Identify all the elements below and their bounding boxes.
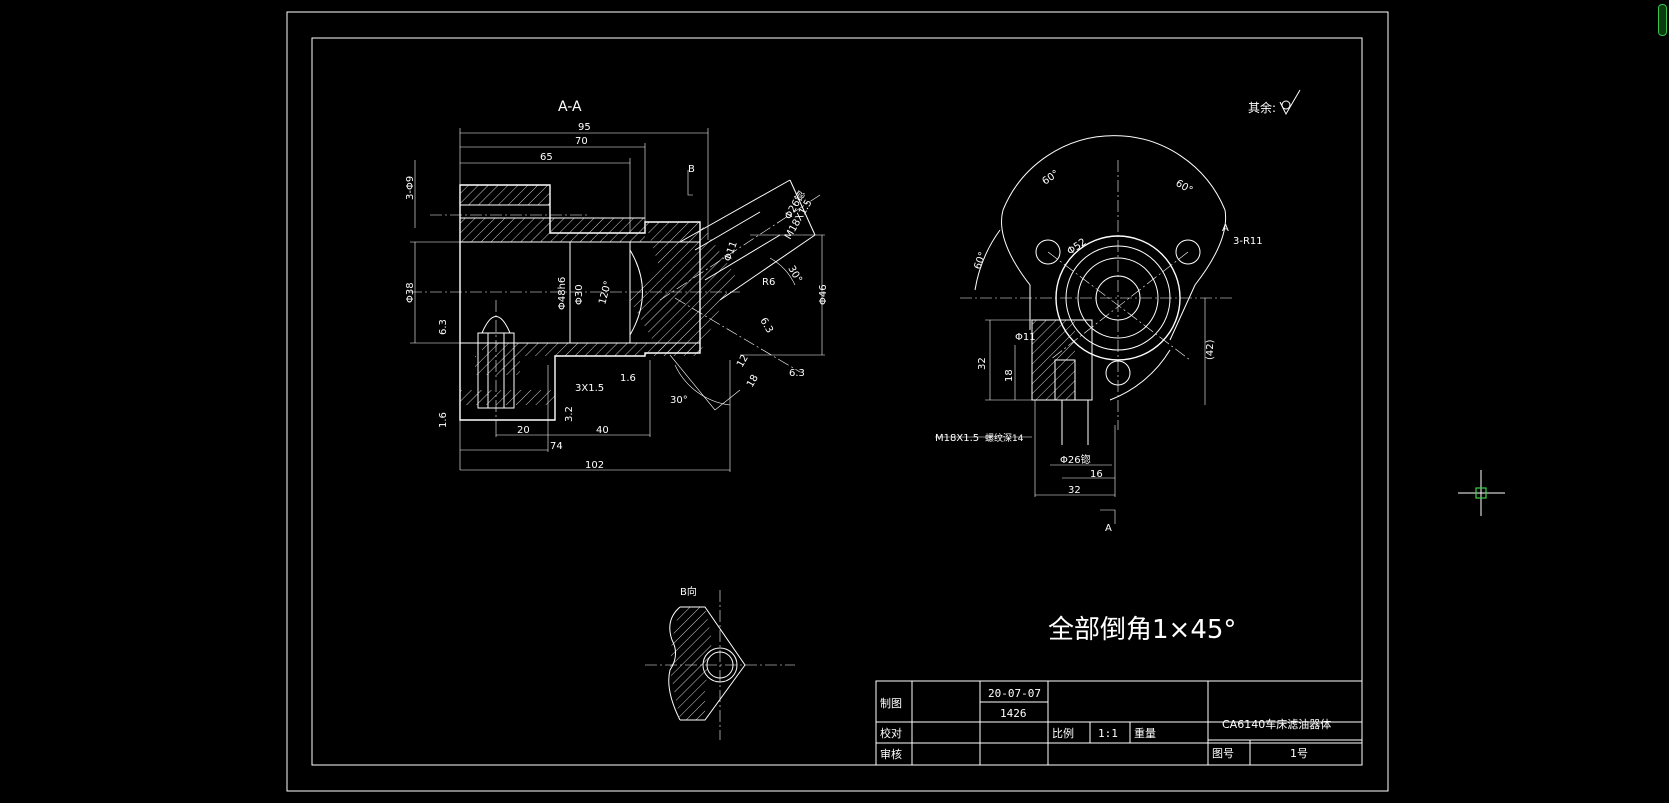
svg-text:制图: 制图 bbox=[880, 697, 902, 710]
svg-text:图号: 图号 bbox=[1212, 747, 1234, 760]
scrollbar[interactable] bbox=[1658, 4, 1667, 36]
svg-text:R6: R6 bbox=[762, 277, 775, 288]
svg-text:40: 40 bbox=[596, 425, 609, 436]
svg-text:70: 70 bbox=[575, 136, 588, 147]
svg-text:校对: 校对 bbox=[880, 726, 902, 740]
svg-text:Φ48h6: Φ48h6 bbox=[557, 277, 568, 310]
svg-text:65: 65 bbox=[540, 152, 553, 163]
svg-text:60°: 60° bbox=[1174, 178, 1195, 196]
svg-text:6.3: 6.3 bbox=[757, 316, 774, 335]
svg-text:3-R11: 3-R11 bbox=[1233, 236, 1263, 247]
svg-text:20-07-07: 20-07-07 bbox=[988, 687, 1041, 700]
title-block: 制图 校对 审核 20-07-07 1426 比例 1:1 重量 CA6140车… bbox=[875, 680, 1363, 766]
svg-text:Φ26锪: Φ26锪 bbox=[1060, 453, 1091, 466]
svg-text:18: 18 bbox=[1004, 369, 1015, 382]
svg-text:30°: 30° bbox=[785, 264, 803, 285]
detail-view-b: B向 bbox=[645, 585, 795, 740]
svg-text:6.3: 6.3 bbox=[438, 319, 449, 335]
svg-text:3.2: 3.2 bbox=[564, 406, 575, 422]
svg-text:Φ38: Φ38 bbox=[405, 282, 416, 303]
svg-text:B向: B向 bbox=[680, 585, 697, 598]
svg-text:60°: 60° bbox=[1040, 168, 1061, 187]
svg-text:1.6: 1.6 bbox=[438, 412, 449, 428]
svg-text:16: 16 bbox=[1090, 469, 1103, 480]
svg-text:1:1: 1:1 bbox=[1098, 727, 1118, 740]
chamfer-note: 全部倒角1×45° bbox=[1048, 615, 1236, 645]
svg-text:120°: 120° bbox=[597, 280, 614, 306]
svg-text:3-Φ9: 3-Φ9 bbox=[405, 176, 416, 200]
svg-text:B: B bbox=[688, 164, 695, 175]
svg-text:重量: 重量 bbox=[1134, 726, 1156, 740]
svg-text:60°: 60° bbox=[972, 251, 988, 271]
svg-text:1号: 1号 bbox=[1290, 747, 1308, 760]
svg-text:30°: 30° bbox=[670, 395, 688, 406]
sheet-inner-border bbox=[311, 37, 1363, 766]
section-aa-label: A-A bbox=[558, 99, 582, 115]
roughness-note: 其余: bbox=[1248, 89, 1301, 116]
svg-text:比例: 比例 bbox=[1052, 726, 1074, 740]
svg-text:1426: 1426 bbox=[1000, 707, 1027, 720]
svg-text:CA6140车床滤油器体: CA6140车床滤油器体 bbox=[1222, 717, 1331, 731]
svg-text:18: 18 bbox=[745, 373, 761, 390]
svg-text:A: A bbox=[1222, 223, 1229, 234]
svg-text:Φ46: Φ46 bbox=[818, 284, 829, 305]
svg-text:74: 74 bbox=[550, 441, 563, 452]
svg-text:20: 20 bbox=[517, 425, 530, 436]
sheet-outer-border bbox=[286, 11, 1389, 792]
svg-text:审核: 审核 bbox=[880, 747, 902, 761]
svg-text:102: 102 bbox=[585, 460, 604, 471]
crosshair-cursor-icon bbox=[1458, 470, 1505, 516]
svg-text:3X1.5: 3X1.5 bbox=[575, 383, 604, 394]
svg-text:(42): (42) bbox=[1205, 339, 1216, 360]
section-view-aa: A-A bbox=[405, 99, 829, 472]
svg-text:12: 12 bbox=[735, 353, 751, 370]
svg-text:其余:: 其余: bbox=[1248, 100, 1276, 115]
svg-text:Φ30: Φ30 bbox=[574, 284, 585, 305]
svg-text:M18X1.5: M18X1.5 bbox=[935, 433, 979, 444]
svg-text:Φ11: Φ11 bbox=[722, 240, 739, 263]
svg-text:螺纹深14: 螺纹深14 bbox=[985, 432, 1024, 444]
svg-text:32: 32 bbox=[1068, 485, 1081, 496]
svg-text:Φ11: Φ11 bbox=[1015, 332, 1036, 343]
svg-text:Φ52: Φ52 bbox=[1065, 237, 1088, 258]
svg-text:6.3: 6.3 bbox=[789, 368, 805, 379]
svg-text:95: 95 bbox=[578, 122, 591, 133]
svg-text:32: 32 bbox=[977, 357, 988, 370]
side-view: 60° 60° 60° Φ52 3-R11 Φ11 32 18 (42) M18… bbox=[935, 135, 1263, 534]
svg-text:A: A bbox=[1105, 523, 1112, 534]
svg-text:1.6: 1.6 bbox=[620, 373, 636, 384]
